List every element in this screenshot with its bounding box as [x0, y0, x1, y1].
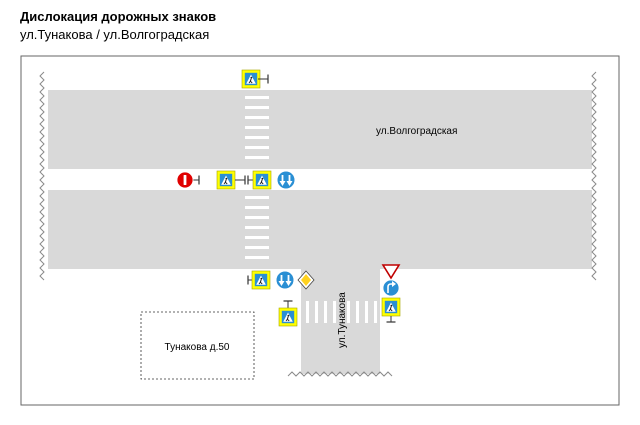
main-road-sign — [297, 270, 315, 290]
keep-right-left-sign — [275, 270, 295, 290]
street-label-volgogradskaya: ул.Волгоградская — [376, 126, 457, 137]
turn-right-sign — [382, 279, 400, 297]
pedestrian-crossing-sign — [247, 270, 271, 290]
road-volgogradskaya — [48, 90, 592, 269]
pedestrian-crossing-sign — [278, 300, 298, 327]
building-label: Тунакова д.50 — [165, 342, 230, 353]
building-outline — [140, 311, 255, 380]
no-entry-sign — [176, 171, 200, 189]
street-label-tunakova: ул.Тунакова — [337, 292, 348, 348]
drawing-frame — [20, 55, 620, 406]
pedestrian-crossing-sign — [247, 170, 272, 190]
yield-sign — [381, 264, 401, 280]
pedestrian-crossing-sign — [381, 297, 401, 323]
pedestrian-crossing-sign — [216, 170, 246, 190]
page-title: Дислокация дорожных знаков — [20, 9, 217, 24]
crosswalk-tunakova — [306, 301, 377, 323]
page-subtitle: ул.Тунакова / ул.Волгоградская — [20, 27, 210, 42]
break-lines — [39, 71, 597, 377]
pedestrian-crossing-sign — [241, 69, 269, 89]
crosswalk-volgogradskaya — [245, 96, 269, 259]
keep-right-left-sign — [276, 170, 296, 190]
